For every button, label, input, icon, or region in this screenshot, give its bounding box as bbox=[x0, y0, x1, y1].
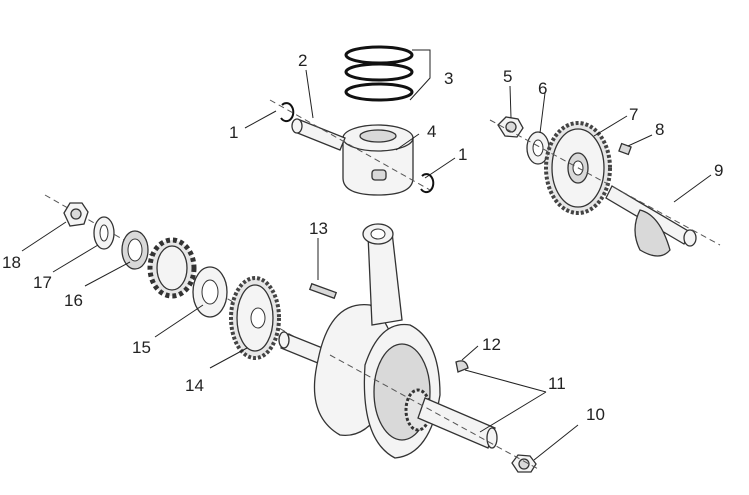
callout-13: 13 bbox=[309, 219, 328, 238]
washer-upper bbox=[526, 131, 550, 165]
nut-left bbox=[63, 202, 89, 227]
piston-pin bbox=[291, 118, 346, 151]
callout-10: 10 bbox=[586, 405, 605, 424]
callout-8: 8 bbox=[655, 120, 664, 139]
nut-10 bbox=[511, 454, 537, 473]
washer-15 bbox=[192, 266, 228, 318]
callout-1-right: 1 bbox=[458, 145, 467, 164]
callout-7: 7 bbox=[629, 105, 638, 124]
key-13 bbox=[308, 282, 338, 300]
crankshaft bbox=[278, 223, 498, 459]
callout-12: 12 bbox=[482, 335, 501, 354]
circlip-right bbox=[420, 173, 435, 194]
callout-11: 11 bbox=[548, 374, 566, 393]
callout-5: 5 bbox=[503, 67, 512, 86]
leader-lines bbox=[21, 49, 712, 461]
callout-15: 15 bbox=[132, 338, 151, 357]
balancer-shaft bbox=[605, 185, 697, 257]
callout-18: 18 bbox=[2, 253, 21, 272]
callout-6: 6 bbox=[538, 79, 547, 98]
callout-9: 9 bbox=[714, 161, 723, 180]
callout-14: 14 bbox=[185, 376, 204, 395]
woodruff-key-upper bbox=[618, 142, 632, 156]
nut-upper bbox=[497, 116, 524, 138]
callout-17: 17 bbox=[33, 273, 52, 292]
callout-1-left: 1 bbox=[229, 123, 238, 142]
key-12 bbox=[455, 360, 469, 373]
piston-rings bbox=[344, 45, 414, 102]
spacer-16 bbox=[121, 230, 149, 270]
drive-gear-14 bbox=[229, 276, 281, 360]
washer-17 bbox=[93, 216, 115, 250]
circlip-left bbox=[280, 102, 295, 123]
callout-2: 2 bbox=[298, 51, 307, 70]
callout-3: 3 bbox=[444, 69, 453, 88]
piston bbox=[342, 124, 414, 196]
callout-labels: 1 1 2 3 4 5 6 7 8 9 10 11 12 13 14 15 16… bbox=[2, 51, 723, 424]
primary-gear bbox=[147, 237, 197, 299]
callout-4: 4 bbox=[427, 122, 436, 141]
callout-16: 16 bbox=[64, 291, 83, 310]
